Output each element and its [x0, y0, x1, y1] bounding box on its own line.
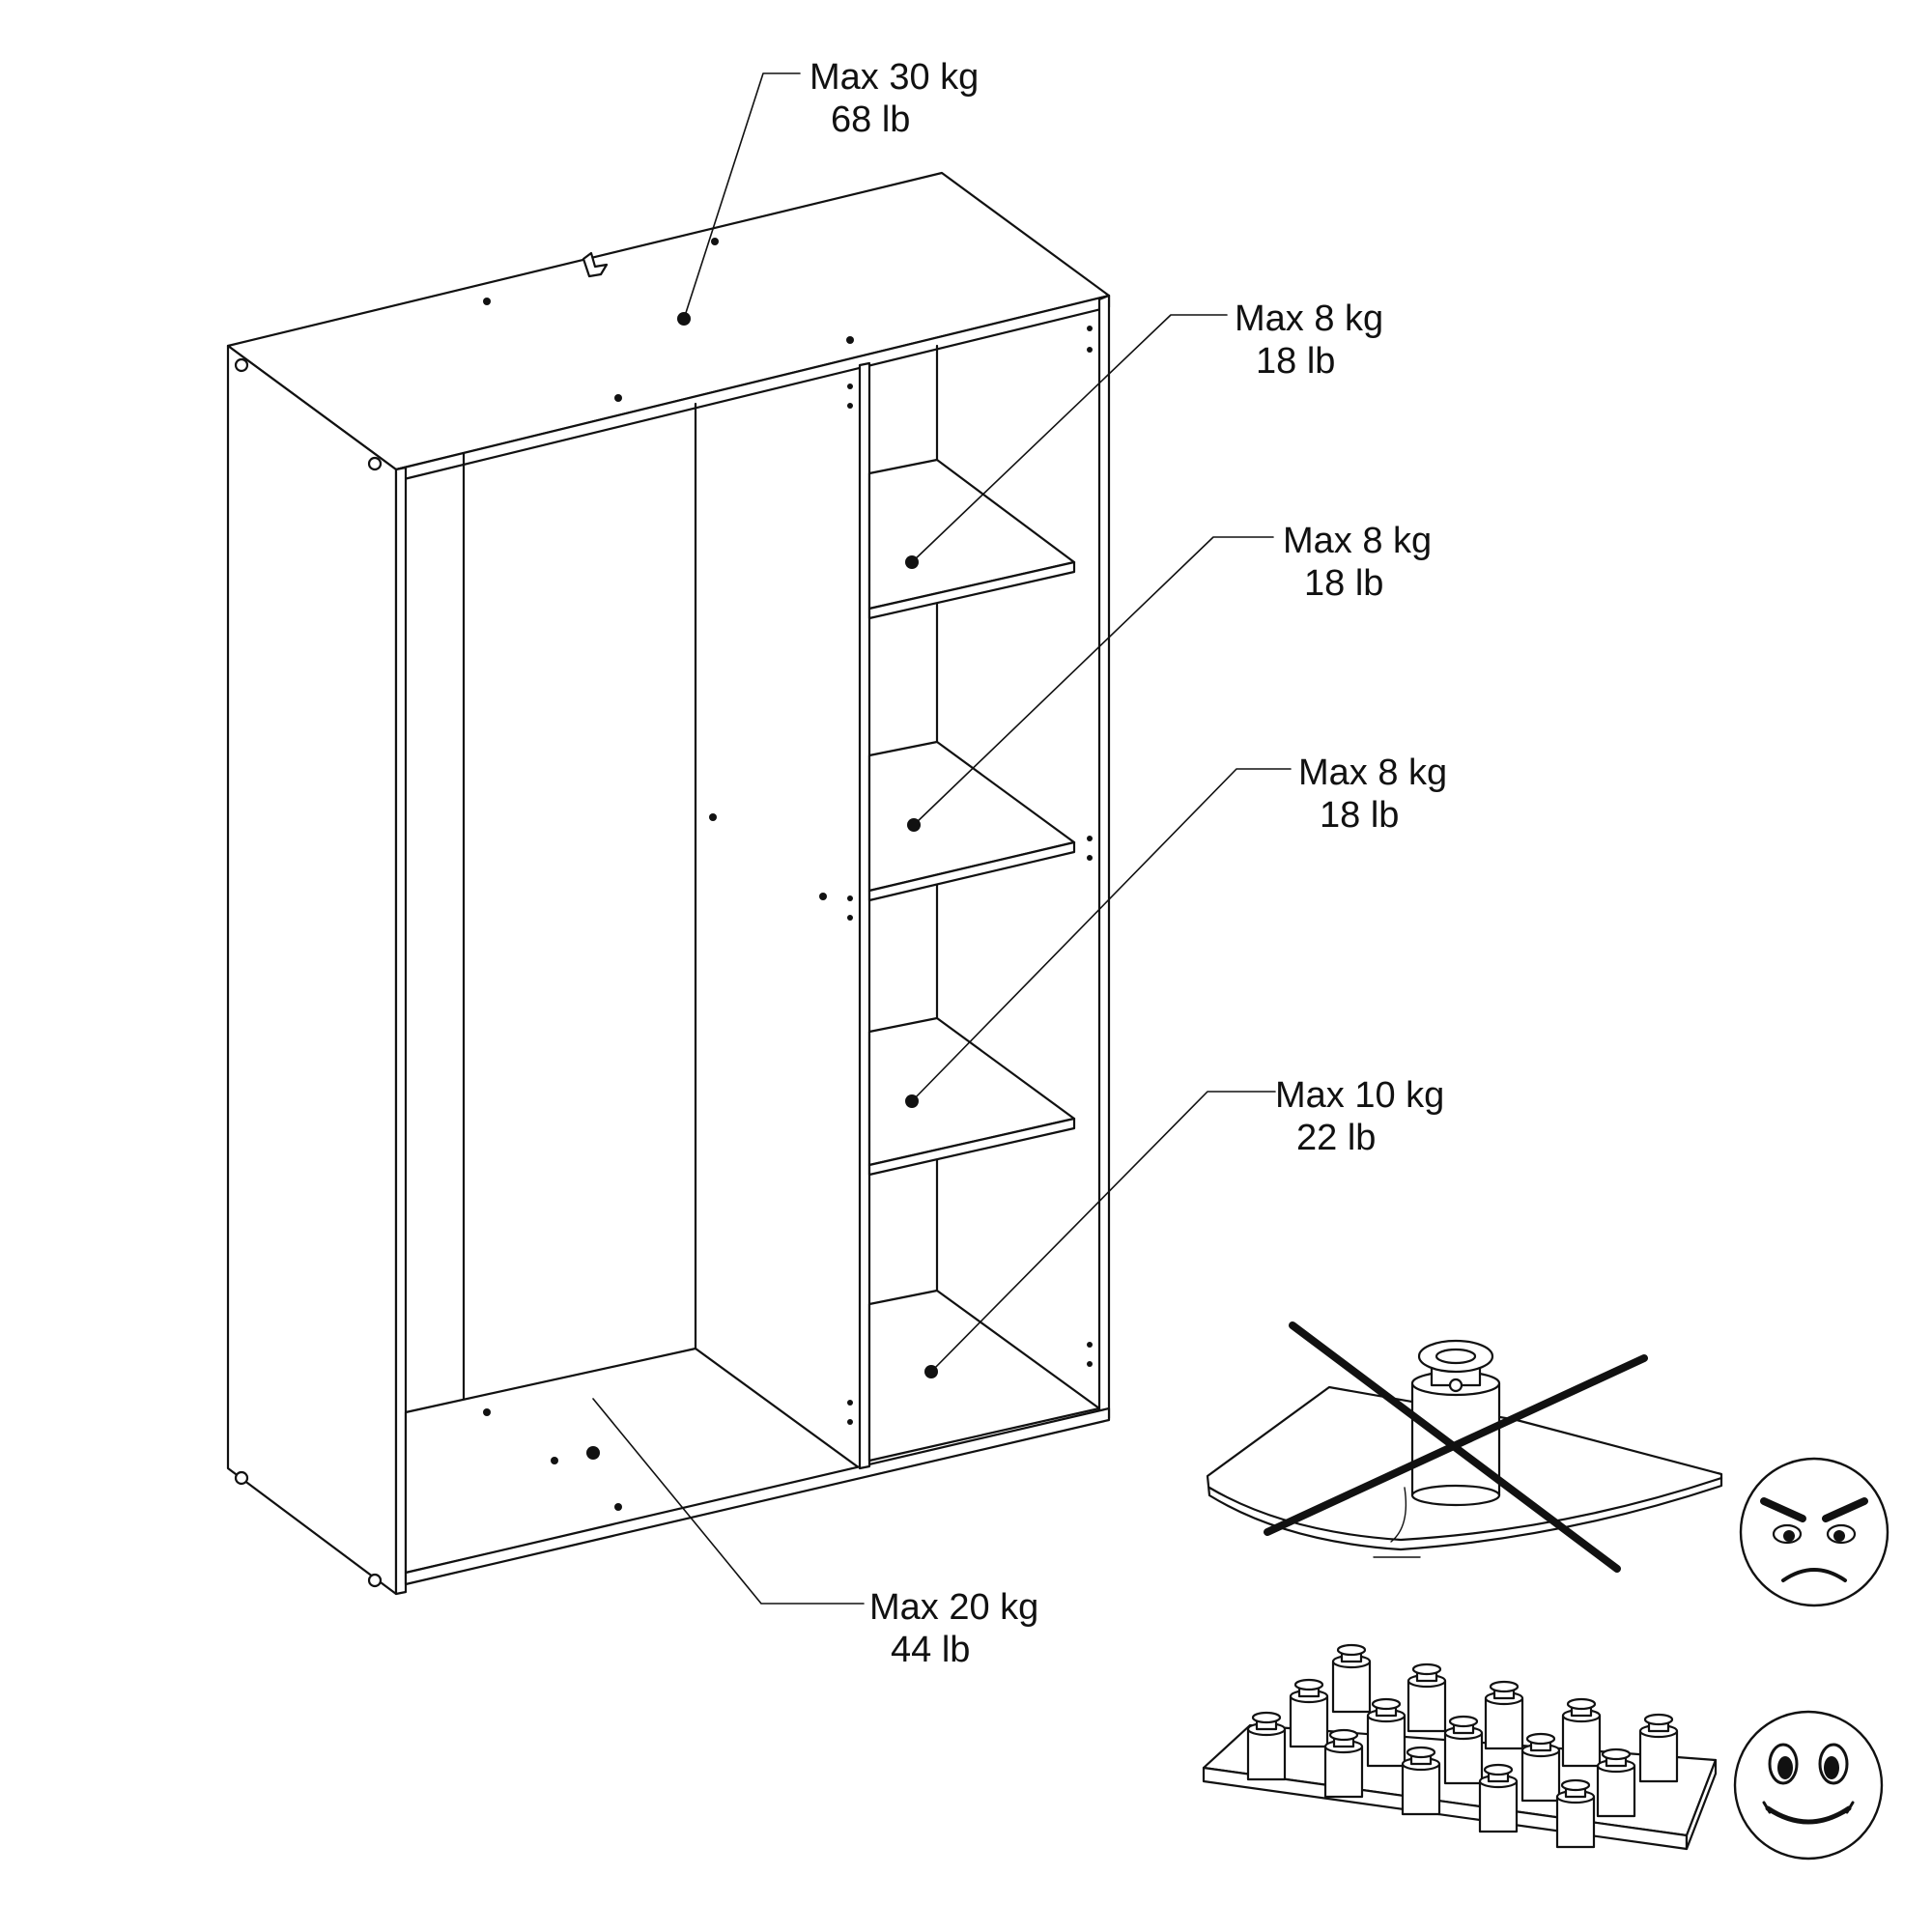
label-shelf1-lb: 18 lb — [1256, 341, 1336, 382]
label-shelf2-kg: Max 8 kg — [1283, 521, 1433, 561]
label-bottom-left-lb: 44 lb — [891, 1630, 971, 1670]
weight — [1520, 1732, 1561, 1803]
leader-shelf2 — [913, 536, 1274, 826]
weight — [1246, 1711, 1287, 1781]
weight — [1638, 1713, 1679, 1783]
leader-bottom-right — [930, 1091, 1276, 1373]
label-bottom-left: Max 20 kg 44 lb — [869, 1586, 1038, 1671]
weight — [1443, 1715, 1484, 1785]
happy-face-icon — [1733, 1710, 1884, 1861]
bottom-right-floor — [867, 1289, 1101, 1463]
cabinet — [226, 171, 1111, 1596]
label-shelf1-kg: Max 8 kg — [1235, 298, 1384, 339]
weight — [1401, 1746, 1441, 1816]
dot-shelf1 — [905, 555, 919, 569]
label-shelf3-lb: 18 lb — [1320, 795, 1400, 836]
heavy-weight-body — [1410, 1381, 1501, 1497]
leader-shelf1 — [911, 314, 1228, 563]
label-top-lb: 68 lb — [831, 99, 911, 140]
label-bottom-right: Max 10 kg 22 lb — [1275, 1074, 1444, 1159]
weight — [1289, 1678, 1329, 1748]
distributed-weights-icon — [1202, 1643, 1718, 1851]
cabinet-left-side — [226, 344, 398, 1596]
dot-bottom-left — [586, 1446, 600, 1460]
leader-shelf3 — [911, 768, 1292, 1102]
label-shelf2-lb: 18 lb — [1304, 563, 1384, 604]
label-top-kg: Max 30 kg — [810, 57, 980, 98]
label-shelf3-kg: Max 8 kg — [1298, 753, 1448, 793]
label-bottom-right-kg: Max 10 kg — [1275, 1075, 1445, 1116]
callout-dots — [586, 312, 938, 1460]
cross-out-mark — [1264, 1321, 1648, 1573]
weight — [1596, 1747, 1636, 1818]
weight — [1561, 1697, 1602, 1768]
weight — [1406, 1662, 1447, 1733]
dot-top — [677, 312, 691, 326]
weight — [1484, 1680, 1524, 1750]
dot-shelf2 — [907, 818, 921, 832]
label-shelf3: Max 8 kg 18 lb — [1298, 752, 1447, 837]
dot-shelf3 — [905, 1094, 919, 1108]
cabinet-top-panel — [226, 171, 1111, 471]
cabinet-left-edge — [394, 466, 408, 1596]
dot-bottom-right — [924, 1365, 938, 1378]
callout-leaders — [592, 72, 1292, 1605]
weight — [1331, 1643, 1372, 1714]
cabinet-right-edge — [1097, 294, 1111, 1422]
leader-top — [683, 72, 801, 320]
label-shelf2: Max 8 kg 18 lb — [1283, 520, 1432, 605]
weight — [1323, 1728, 1364, 1799]
label-bottom-right-lb: 22 lb — [1296, 1118, 1377, 1158]
label-shelf1: Max 8 kg 18 lb — [1235, 298, 1383, 383]
angry-face-icon — [1739, 1457, 1889, 1607]
weight — [1478, 1763, 1519, 1833]
label-top: Max 30 kg 68 lb — [810, 56, 979, 141]
weight — [1366, 1697, 1406, 1768]
single-heavy-weight-icon — [1206, 1339, 1723, 1558]
cabinet-bottom-panel — [404, 1347, 862, 1575]
cabinet-divider — [858, 361, 871, 1470]
weight — [1555, 1778, 1596, 1849]
label-bottom-left-kg: Max 20 kg — [869, 1587, 1039, 1628]
leader-bottom-left — [592, 1398, 865, 1605]
